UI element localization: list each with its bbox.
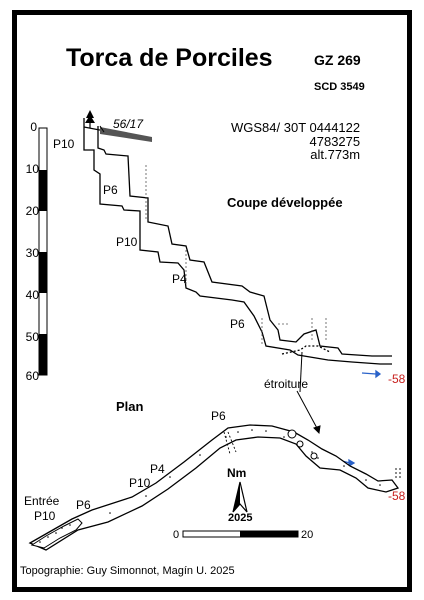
surface-slope-label: 56/17 xyxy=(113,117,144,131)
plan-pitch-label: P6 xyxy=(211,409,226,423)
plan-pitch-label: P10 xyxy=(34,509,56,523)
section-label: Coupe développée xyxy=(227,195,343,210)
depth-tick-label: 0 xyxy=(30,120,37,134)
depth-tick-label: 50 xyxy=(25,330,39,344)
depth-tick-label: 30 xyxy=(25,246,39,260)
scale-bar-end: 20 xyxy=(301,529,314,541)
final-depth-section: -58 xyxy=(388,372,406,386)
section-pitch-label: P6 xyxy=(103,183,118,197)
entrance-label: Entrée xyxy=(24,494,60,508)
depth-scale-bar xyxy=(38,127,48,376)
coordinates-line-1: WGS84/ 30T 0444122 xyxy=(231,120,361,135)
plan-side-passages xyxy=(223,431,401,478)
depth-tick-label: 40 xyxy=(25,288,39,302)
plan-pitch-label: P10 xyxy=(129,476,151,490)
north-arrow xyxy=(232,481,248,513)
cave-title: Torca de Porciles xyxy=(66,44,273,72)
coordinates-block: WGS84/ 30T 0444122 4783275 alt.773m xyxy=(231,121,360,162)
coordinates-line-3: alt.773m xyxy=(310,147,361,163)
plan-pitch-label: P6 xyxy=(76,498,91,512)
plan-pits xyxy=(287,429,318,460)
gz-code: GZ 269 xyxy=(314,52,361,68)
scale-bar xyxy=(182,530,299,538)
scale-bar-start: 0 xyxy=(173,529,180,541)
water-flow-arrow xyxy=(361,369,382,379)
scd-code: SCD 3549 xyxy=(314,81,365,93)
plan-pitch-label: P4 xyxy=(150,462,165,476)
final-depth-plan: -58 xyxy=(388,489,406,503)
depth-tick-label: 60 xyxy=(25,369,39,383)
section-pitch-label: P6 xyxy=(230,317,245,331)
narrow-label: étroiture xyxy=(264,377,309,391)
surface-slope xyxy=(83,125,153,142)
survey-credit: Topographie: Guy Simonnot, Magín U. 2025 xyxy=(20,565,235,577)
section-pitch-label: P10 xyxy=(53,137,75,151)
section-profile xyxy=(83,118,392,365)
depth-tick-label: 20 xyxy=(25,204,39,218)
section-pitch-label: P4 xyxy=(172,272,187,286)
north-label: Nm xyxy=(227,466,247,480)
section-shaft-details xyxy=(145,165,327,345)
depth-tick-label: 10 xyxy=(25,162,39,176)
tree-icon xyxy=(85,110,95,128)
plan-label: Plan xyxy=(116,399,144,414)
section-pitch-label: P10 xyxy=(116,235,138,249)
plan-outline xyxy=(28,424,400,551)
coordinates-line-2: 4783275 xyxy=(309,133,361,149)
drawing-frame xyxy=(12,10,412,592)
north-year: 2025 xyxy=(228,512,253,524)
narrow-pointer-arrow xyxy=(296,351,321,435)
